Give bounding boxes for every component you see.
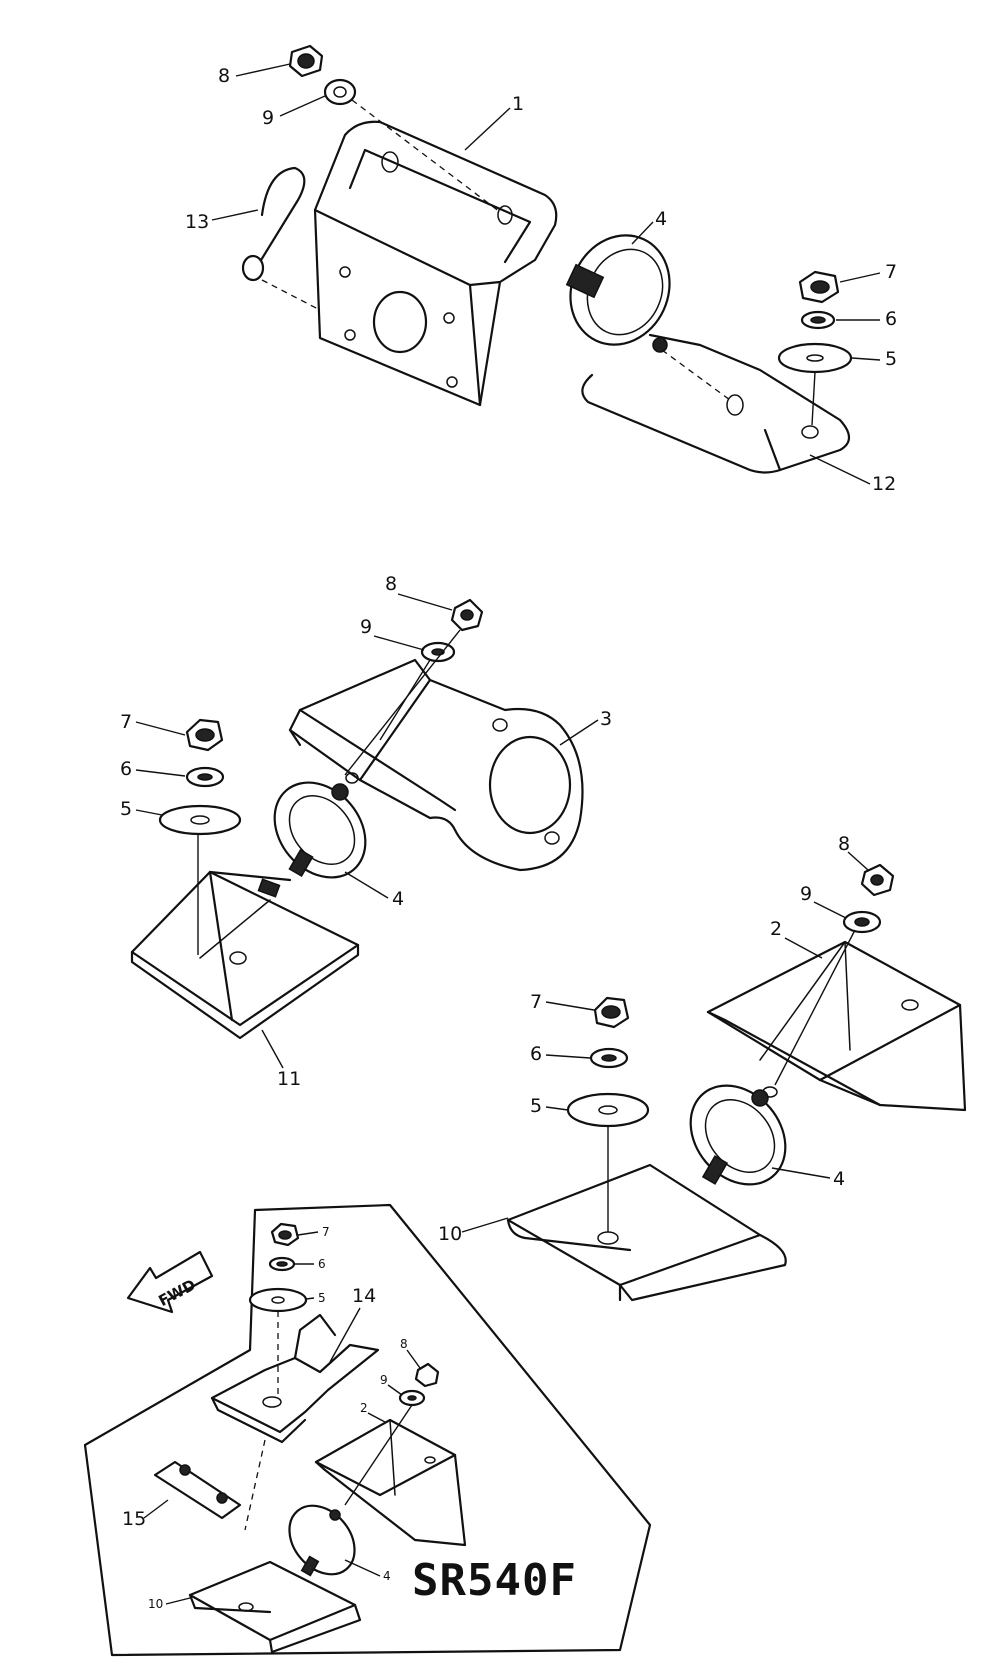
callout-7-inset: 7 [322, 1225, 330, 1239]
assembly-top: 8 9 1 13 4 7 6 5 12 [185, 44, 897, 495]
assembly-right: 8 9 2 7 6 5 4 10 [438, 833, 967, 1302]
nut-part-8-inset [414, 1362, 440, 1388]
callout-5-middle: 5 [120, 798, 132, 820]
washer-part-6-top [800, 310, 836, 330]
callout-4-middle: 4 [392, 888, 404, 910]
callout-2-inset: 2 [360, 1401, 368, 1415]
callout-5-top: 5 [885, 348, 897, 370]
washer-part-6-middle [185, 766, 225, 788]
callout-8-inset: 8 [400, 1337, 408, 1351]
callout-7-right: 7 [530, 991, 542, 1013]
callout-8-right: 8 [838, 833, 850, 855]
base-part-10-inset [188, 1560, 362, 1654]
callout-6-inset: 6 [318, 1257, 326, 1271]
isolator-part-4-right [689, 1084, 787, 1186]
nut-part-8-right [860, 863, 895, 897]
nut-part-8-middle [450, 598, 484, 632]
callout-3-middle: 3 [600, 708, 612, 730]
callout-15-inset: 15 [122, 1508, 146, 1530]
washer-part-6-right [589, 1047, 629, 1069]
washer-part-9-inset [398, 1389, 426, 1407]
callout-12-top: 12 [872, 473, 896, 495]
pin-part-13 [241, 166, 306, 282]
callout-13-top: 13 [185, 211, 209, 233]
callout-4-top: 4 [655, 208, 667, 230]
callout-10-inset: 10 [148, 1597, 163, 1611]
washer-part-6-inset [268, 1256, 296, 1272]
bracket-part-3 [288, 658, 584, 872]
strap-part-12 [581, 333, 851, 474]
washer-part-9-right [842, 910, 882, 934]
isolator-part-4-inset [288, 1504, 356, 1577]
callout-14-inset: 14 [352, 1285, 376, 1307]
callout-9-inset: 9 [380, 1373, 388, 1387]
bracket-part-2-inset [314, 1418, 467, 1547]
nut-part-8 [288, 44, 324, 78]
callout-7-top: 7 [885, 261, 897, 283]
strip-part-15 [153, 1460, 242, 1520]
base-part-10-right [506, 1163, 787, 1302]
washer-part-5-right [566, 1092, 650, 1128]
nut-part-7-right [593, 996, 630, 1029]
model-label: SR540F [412, 1555, 577, 1606]
callout-2-right: 2 [770, 918, 782, 940]
assembly-middle: 8 9 3 7 6 5 4 11 [120, 573, 612, 1090]
nut-part-7-middle [185, 718, 224, 752]
washer-part-5-top [777, 342, 853, 374]
fwd-arrow-icon: FWD [126, 1250, 214, 1314]
nut-part-7-top [798, 270, 840, 304]
bracket-part-14 [210, 1313, 380, 1444]
washer-part-9 [323, 78, 357, 106]
callout-4-right: 4 [833, 1168, 845, 1190]
callout-6-right: 6 [530, 1043, 542, 1065]
washer-part-5-inset [248, 1287, 308, 1313]
callout-1-top: 1 [512, 93, 524, 115]
callout-6-top: 6 [885, 308, 897, 330]
callout-7-middle: 7 [120, 711, 132, 733]
callout-8-middle: 8 [385, 573, 397, 595]
callout-6-middle: 6 [120, 758, 132, 780]
inset-sr540f: 7 6 5 14 8 9 2 15 4 10 SR540F [83, 1203, 652, 1657]
callout-9-top: 9 [262, 107, 274, 129]
callout-9-right: 9 [800, 883, 812, 905]
nut-part-7-inset [270, 1222, 300, 1247]
callout-4-inset: 4 [383, 1569, 391, 1583]
base-part-11 [130, 870, 360, 1040]
callout-11-middle: 11 [277, 1068, 301, 1090]
callout-10-right: 10 [438, 1223, 462, 1245]
bracket-part-1 [313, 120, 558, 407]
callout-5-inset: 5 [318, 1291, 326, 1305]
isolator-part-4-middle [273, 781, 367, 879]
callout-9-middle: 9 [360, 616, 372, 638]
callout-5-right: 5 [530, 1095, 542, 1117]
isolator-part-4-top [565, 234, 671, 353]
callout-8-top: 8 [218, 65, 230, 87]
bracket-part-2 [706, 940, 967, 1112]
washer-part-5-middle [158, 804, 242, 836]
